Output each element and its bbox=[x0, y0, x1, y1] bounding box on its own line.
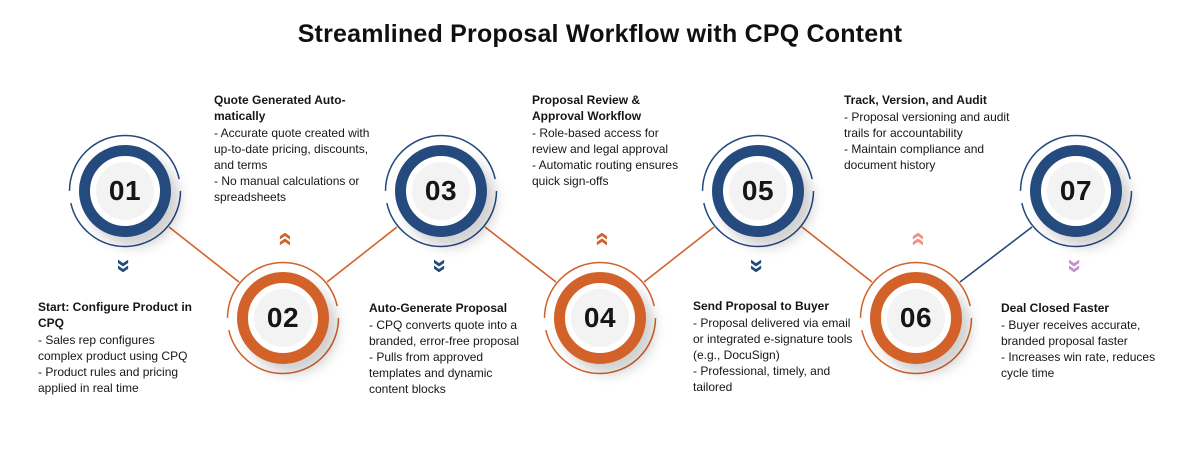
step-02-number: 02 bbox=[254, 289, 312, 347]
connector-03-04 bbox=[484, 226, 557, 283]
step-03-outer-arc bbox=[384, 134, 498, 248]
step-01-bullet: - Product rules and pricing applied in r… bbox=[38, 365, 179, 395]
step-06-bullet: - Proposal versioning and audit trails f… bbox=[844, 110, 1010, 140]
step-05-circle: 05 bbox=[712, 145, 804, 237]
step-02-heading: Quote Generated Auto-matically bbox=[214, 93, 346, 123]
step-06-circle: 06 bbox=[870, 272, 962, 364]
step-04-text: Proposal Review & Approval Workflow - Ro… bbox=[532, 92, 692, 189]
step-07-number: 07 bbox=[1047, 162, 1105, 220]
step-01-circle: 01 bbox=[79, 145, 171, 237]
step-01-heading: Start: Configure Product in CPQ bbox=[38, 300, 192, 330]
step-06-number: 06 bbox=[887, 289, 945, 347]
connector-05-06 bbox=[801, 226, 873, 283]
step-06-heading: Track, Version, and Audit bbox=[844, 93, 987, 107]
double-chevron-up-icon: » bbox=[268, 231, 298, 247]
step-02-outer-arc bbox=[226, 261, 340, 375]
step-04-outer-arc bbox=[543, 261, 657, 375]
step-01-bullet: - Sales rep configures complex product u… bbox=[38, 333, 188, 363]
step-07-circle: 07 bbox=[1030, 145, 1122, 237]
double-chevron-down-icon: » bbox=[1061, 258, 1091, 274]
step-02-circle: 02 bbox=[237, 272, 329, 364]
double-chevron-down-icon: » bbox=[110, 258, 140, 274]
step-05-text: Send Proposal to Buyer - Proposal delive… bbox=[693, 298, 858, 395]
step-07-outer-arc bbox=[1019, 134, 1133, 248]
step-02-bullet: - Accurate quote created with up-to-date… bbox=[214, 126, 370, 172]
page-title: Streamlined Proposal Workflow with CPQ C… bbox=[297, 20, 903, 48]
double-chevron-down-icon: » bbox=[743, 258, 773, 274]
step-07-bullet: - Buyer receives accurate, branded propo… bbox=[1001, 318, 1141, 348]
step-04-number: 04 bbox=[571, 289, 629, 347]
double-chevron-down-icon: » bbox=[426, 258, 456, 274]
step-05-number: 05 bbox=[729, 162, 787, 220]
step-03-circle: 03 bbox=[395, 145, 487, 237]
connector-02-03 bbox=[326, 226, 398, 283]
double-chevron-up-icon: » bbox=[901, 231, 931, 247]
step-07-bullet: - Increases win rate, reduces cycle time bbox=[1001, 350, 1156, 380]
step-02-bullet: - No manual calculations or spreadsheets bbox=[214, 174, 360, 204]
step-03-heading: Auto-Generate Proposal bbox=[369, 301, 508, 315]
step-01-outer-arc bbox=[68, 134, 182, 248]
step-03-number: 03 bbox=[412, 162, 470, 220]
connector-06-07 bbox=[959, 226, 1033, 283]
step-04-bullet: - Role-based access for review and legal… bbox=[532, 126, 669, 156]
double-chevron-up-icon: » bbox=[585, 231, 615, 247]
step-05-heading: Send Proposal to Buyer bbox=[693, 299, 830, 313]
step-05-bullet: - Professional, timely, and tailored bbox=[693, 364, 831, 394]
step-05-bullet: - Proposal delivered via email or integr… bbox=[693, 316, 853, 362]
step-06-outer-arc bbox=[859, 261, 973, 375]
step-02-text: Quote Generated Auto-matically - Accurat… bbox=[214, 92, 376, 205]
step-03-bullet: - Pulls from approved templates and dyna… bbox=[369, 350, 493, 396]
step-03-text: Auto-Generate Proposal - CPQ converts qu… bbox=[369, 300, 529, 397]
step-04-circle: 04 bbox=[554, 272, 646, 364]
step-01-text: Start: Configure Product in CPQ - Sales … bbox=[38, 299, 196, 396]
step-06-text: Track, Version, and Audit - Proposal ver… bbox=[844, 92, 1012, 173]
step-06-bullet: - Maintain compliance and document histo… bbox=[844, 142, 985, 172]
step-01-number: 01 bbox=[96, 162, 154, 220]
connector-01-02 bbox=[168, 226, 240, 283]
step-07-heading: Deal Closed Faster bbox=[1001, 301, 1110, 315]
step-04-heading: Proposal Review & Approval Workflow bbox=[532, 93, 642, 123]
connector-04-05 bbox=[643, 226, 715, 283]
step-07-text: Deal Closed Faster - Buyer receives accu… bbox=[1001, 300, 1166, 381]
step-04-bullet: - Automatic routing ensures quick sign-o… bbox=[532, 158, 679, 188]
step-03-bullet: - CPQ converts quote into a branded, err… bbox=[369, 318, 520, 348]
step-05-outer-arc bbox=[701, 134, 815, 248]
